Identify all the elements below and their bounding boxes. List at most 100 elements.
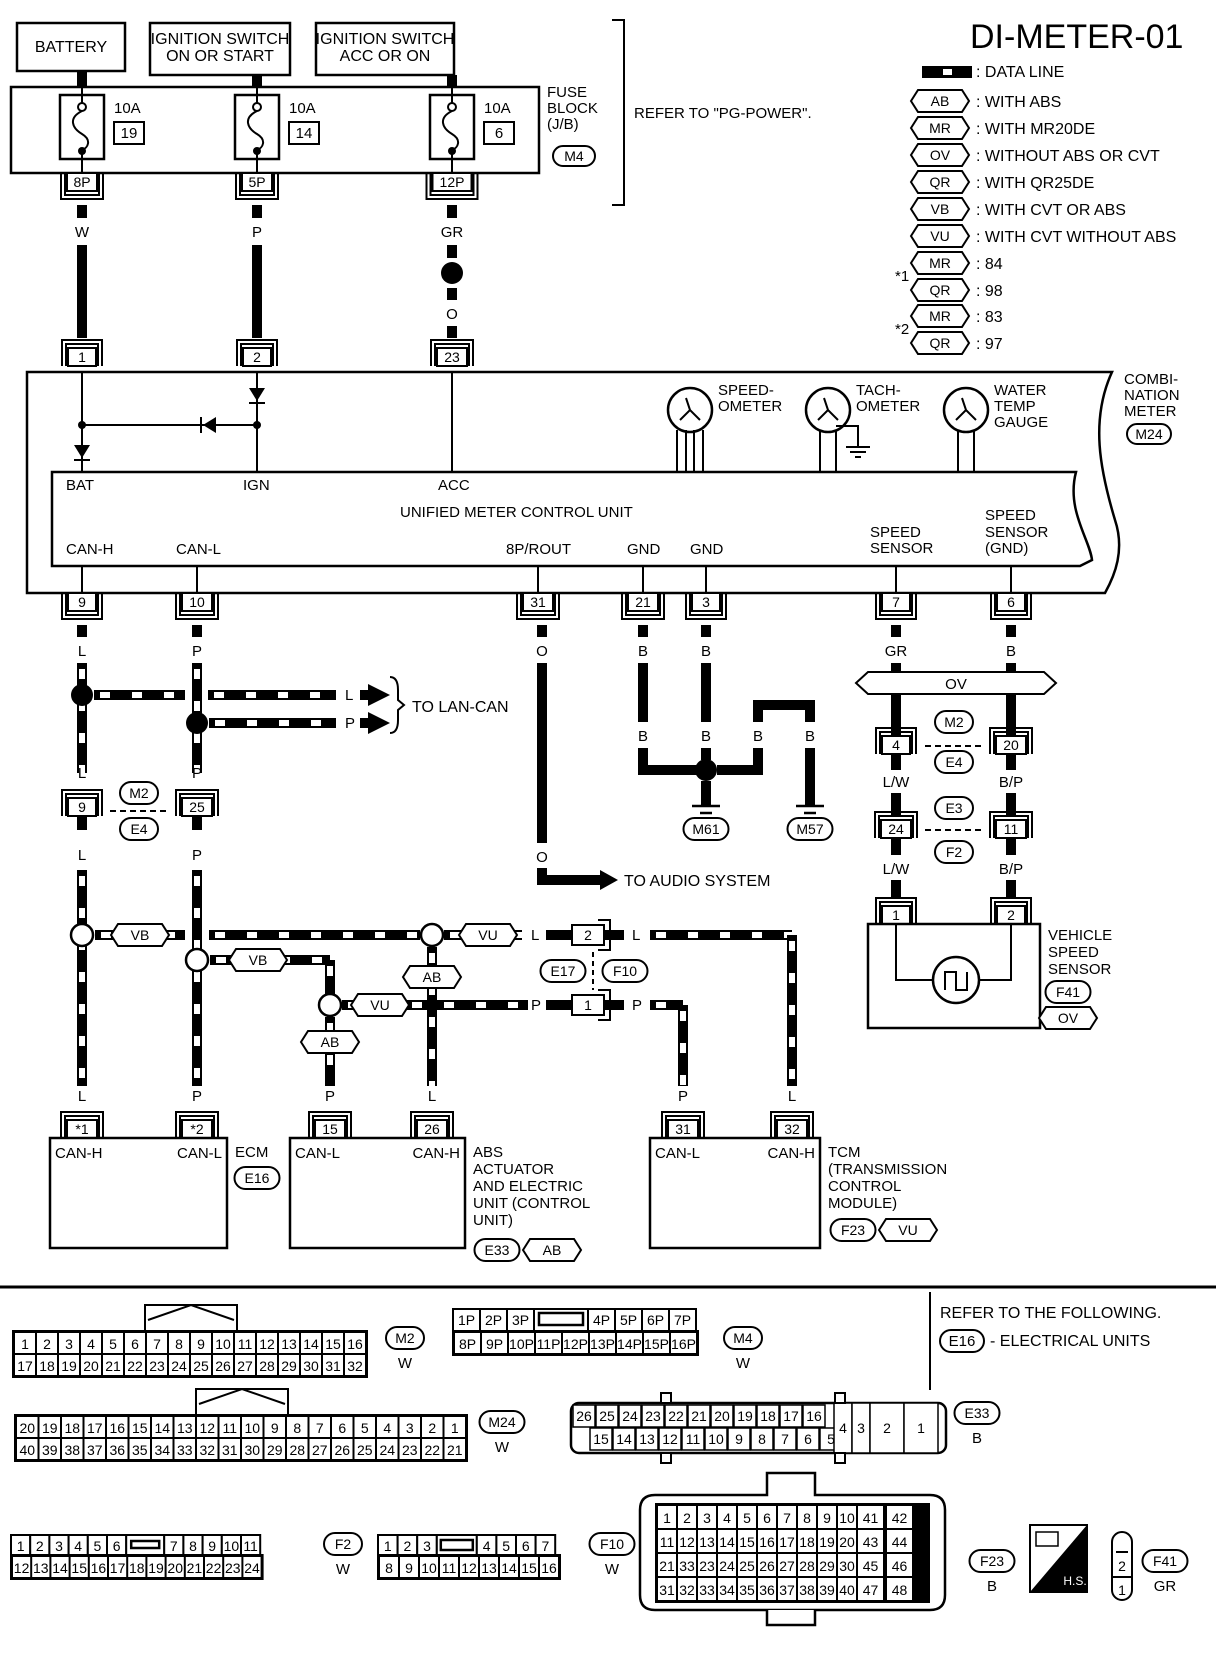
connector-cavity [279,1355,299,1375]
joint-m2-left: M2 [129,785,149,801]
face-m4-color: W [736,1355,751,1372]
connector-cavity [398,1536,417,1554]
connector-cavity [37,1355,57,1375]
tcm-unit-pin-32: 32 [770,1111,814,1139]
cavity-number: 35 [132,1442,148,1458]
connector-cavity [107,1439,128,1459]
connector-cavity [13,1557,31,1577]
ign-on-start-box [148,21,292,77]
lan-can-l-color: P [345,715,355,732]
connector-cavity [301,1333,321,1353]
connector-cavity [758,1530,776,1552]
wire-color-w: W [75,224,90,241]
svg-text:6: 6 [113,1538,121,1554]
svg-text:1P: 1P [458,1312,475,1328]
cavity-number: 3 [406,1420,414,1436]
svg-text:9: 9 [78,799,86,815]
connector-cavity [147,1333,167,1353]
lan-can-h-color: L [345,687,353,704]
face-e33-color: B [972,1430,982,1447]
vss-label: SENSOR [1048,961,1112,978]
connector-cavity [658,1554,676,1576]
svg-text:36: 36 [759,1582,775,1598]
connector-cavity [678,1506,696,1528]
cavity-number: 31 [325,1358,341,1374]
meter-out-pin-7: 7 [875,592,917,620]
cavity-number: 15 [325,1336,341,1352]
svg-text:10: 10 [839,1510,855,1526]
svg-text:14: 14 [616,1431,632,1447]
fuse-block-label-3: (J/B) [547,116,579,133]
svg-text:5P: 5P [620,1312,637,1328]
svg-text:23: 23 [645,1408,661,1424]
connector-cavity [460,1557,478,1577]
cavity-number: 1 [451,1420,459,1436]
cavity-number: 25 [193,1358,209,1374]
connector-cavity [169,1355,189,1375]
connector-cavity [618,1404,642,1428]
connector-cavity [59,1355,79,1375]
svg-text:30: 30 [839,1558,855,1574]
ab-can-h-tag-label: AB [423,969,442,985]
star2-qr-value: : 97 [976,336,1003,353]
connector-cavity [798,1530,816,1552]
connector-cavity [798,1554,816,1576]
connector-cavity [125,1355,145,1375]
meter-out-pin-10: 10 [175,592,219,620]
ign-acc-on-line2: ACC OR ON [340,48,431,65]
svg-text:19: 19 [737,1408,753,1424]
cavity-number: 6 [131,1336,139,1352]
face-m24-code: M24 [488,1414,515,1430]
connector-cavity [818,1578,836,1600]
wire-color-gnd: B [701,643,711,660]
wire-color: L/W [883,774,911,791]
cavity-number: 19 [42,1420,58,1436]
face-f10-code-badge [588,1532,636,1556]
connector-cavity [698,1578,716,1600]
star2-qr-tag-label: QR [930,335,951,351]
connector-cavity [858,1530,883,1552]
cavity-number: 28 [289,1442,305,1458]
cavity-number: 23 [402,1442,418,1458]
connector-cavity [257,1355,277,1375]
wire-color-audio-bottom: O [536,849,548,866]
svg-text:16: 16 [806,1408,822,1424]
svg-text:48: 48 [892,1582,908,1598]
meter-label-2: NATION [1124,387,1180,404]
connector-cavity [482,1333,507,1353]
connector-cavity [509,1333,534,1353]
svg-text:29: 29 [819,1558,835,1574]
connector-cavity [213,1355,233,1375]
cavity-number: 10 [215,1336,231,1352]
joint-e17: E17 [551,963,576,979]
svg-text:25: 25 [739,1558,755,1574]
connector-cavity [798,1578,816,1600]
abs-label: AND ELECTRIC [473,1178,583,1195]
wire-color: L [78,847,86,864]
tcm-unit [648,1136,822,1250]
svg-text:8: 8 [189,1538,197,1554]
connector-cavity [773,1427,797,1451]
optional-splice-vb-h [69,922,95,948]
connector-cavity [400,1557,418,1577]
face-f41-color: GR [1154,1578,1177,1595]
connector-cavity [517,1536,535,1554]
cavity-number: 36 [109,1442,125,1458]
connector-cavity [17,1417,38,1437]
wire-color: P [192,1088,202,1105]
svg-text:6: 6 [522,1538,530,1554]
connector-cavity [323,1355,343,1375]
connector-cavity [698,1530,716,1552]
connector-cavity [838,1578,856,1600]
connector-cavity [698,1506,716,1528]
cavity-number: 18 [64,1420,80,1436]
gauge-label: TEMP [994,398,1036,415]
svg-text:41: 41 [863,1510,879,1526]
vss-pin-2: 2 [990,897,1032,925]
svg-text:26: 26 [576,1408,592,1424]
cavity-number: 7 [316,1420,324,1436]
svg-text:1: 1 [78,349,86,365]
